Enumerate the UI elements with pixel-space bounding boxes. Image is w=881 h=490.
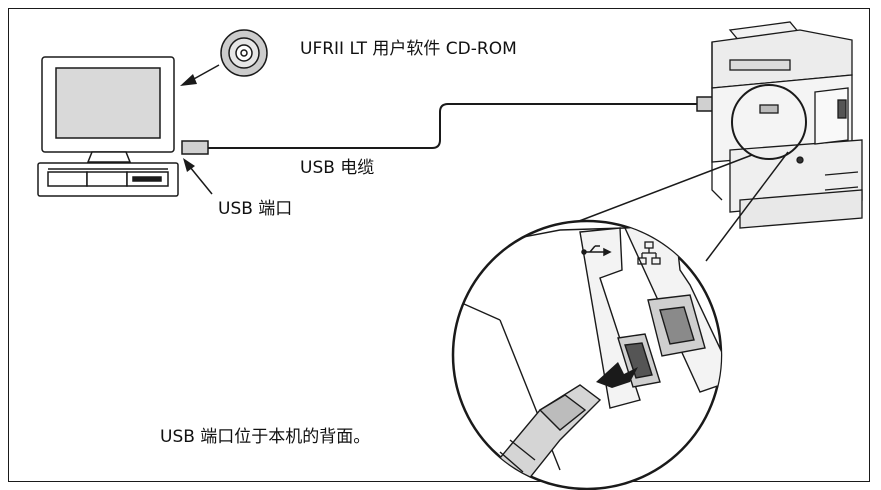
usb-port-note: USB 端口位于本机的背面。 [160, 427, 371, 447]
zoom-detail [451, 219, 723, 490]
printer-icon [711, 21, 863, 229]
usb-plug-computer [181, 140, 209, 155]
usb-cable [208, 103, 698, 149]
usb-cable-label: USB 电缆 [300, 158, 375, 178]
computer-icon [37, 56, 179, 197]
usb-port-label: USB 端口 [218, 199, 293, 219]
diagram-frame [8, 8, 870, 482]
cd-to-computer-arrow [180, 64, 220, 86]
cd-icon [220, 29, 268, 77]
usb-icon [581, 245, 612, 257]
port-highlight-circle [731, 84, 807, 160]
network-icon [637, 241, 661, 265]
cd-rom-label: UFRII LT 用户软件 CD-ROM [300, 39, 517, 59]
usb-port-arrow [183, 158, 213, 195]
